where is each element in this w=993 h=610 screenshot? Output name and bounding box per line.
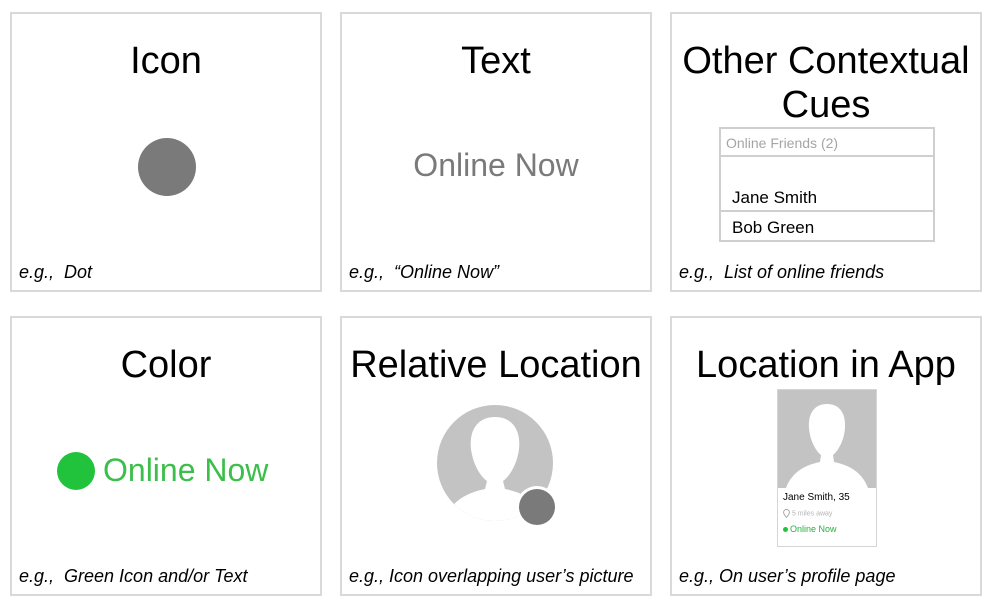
list-header-label: Online Friends — [726, 135, 818, 151]
profile-name: Jane Smith, 35 — [783, 492, 850, 503]
card-caption: e.g., Icon overlapping user’s picture — [349, 566, 634, 586]
card-caption: e.g., Dot — [19, 262, 93, 282]
online-now-green-text: Online Now — [103, 452, 269, 488]
profile-status: Online Now — [783, 524, 837, 534]
profile-card: Jane Smith, 35 5 miles away Online Now — [777, 389, 877, 547]
card-contextual-cues: Other Contextual Cues Online Friends (2)… — [670, 12, 982, 292]
card-caption: e.g., Green Icon and/or Text — [19, 566, 248, 586]
dot-icon — [138, 138, 196, 196]
online-friends-list: Online Friends (2) Jane Smith Bob Green — [719, 127, 935, 242]
list-item: Jane Smith — [721, 182, 933, 212]
profile-distance: 5 miles away — [783, 509, 833, 519]
distance-text: 5 miles away — [791, 510, 833, 518]
card-icon: Icon e.g., Dot — [10, 12, 322, 292]
card-color: Color Online Now e.g., Green Icon and/or… — [10, 316, 322, 596]
location-pin-icon — [783, 509, 790, 519]
card-title: Icon — [130, 40, 202, 82]
card-title: Text — [461, 40, 531, 82]
profile-photo — [778, 390, 876, 488]
card-caption: e.g., On user’s profile page — [679, 566, 896, 586]
avatar — [437, 405, 558, 528]
green-dot-icon — [57, 452, 95, 490]
status-dot-icon — [519, 489, 555, 525]
card-title: Color — [120, 344, 212, 386]
online-now-text: Online Now — [413, 147, 579, 183]
list-header-count: (2) — [820, 135, 839, 151]
card-caption: e.g., List of online friends — [679, 262, 885, 282]
card-location-in-app: Location in App Jane Smith, 35 5 miles a… — [670, 316, 982, 596]
card-text: Text Online Now e.g., “Online Now” — [340, 12, 652, 292]
card-title: Other Contextual Cues — [682, 40, 970, 126]
green-dot-icon — [783, 527, 788, 533]
person-silhouette-icon — [786, 404, 868, 488]
card-title: Location in App — [696, 344, 956, 386]
online-friends-header: Online Friends (2) — [719, 127, 935, 157]
card-caption: e.g., “Online Now” — [349, 262, 500, 282]
card-relative-location: Relative Location e.g., Icon overlapping… — [340, 316, 652, 596]
list-item: Bob Green — [721, 212, 933, 242]
card-title: Relative Location — [350, 344, 642, 386]
status-text: Online Now — [790, 524, 837, 534]
